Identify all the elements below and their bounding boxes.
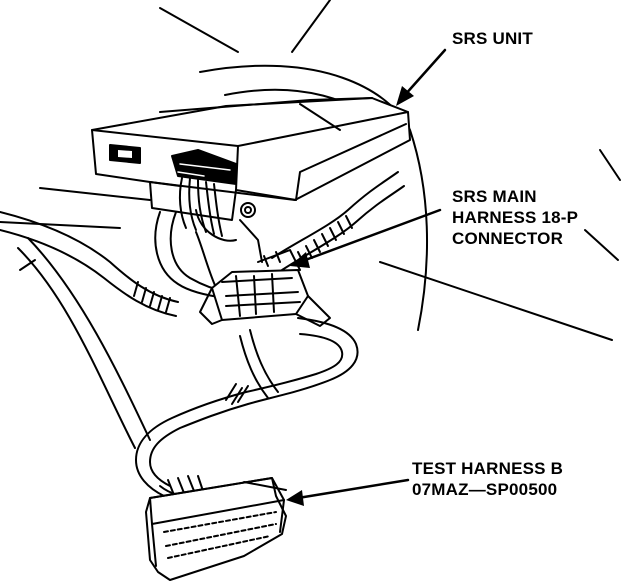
- srs-unit-connector: [171, 149, 237, 185]
- leader-arrows: [296, 48, 447, 500]
- test-harness-label: TEST HARNESS B 07MAZ—SP00500: [412, 458, 563, 500]
- main-harness-label-line1: SRS MAIN: [452, 187, 537, 206]
- test-harness-label-line2: 07MAZ—SP00500: [412, 480, 558, 499]
- srs-unit-label: SRS UNIT: [452, 28, 533, 49]
- main-harness-connector-label: SRS MAIN HARNESS 18-P CONNECTOR: [452, 186, 578, 249]
- srs-unit-label-text: SRS UNIT: [452, 29, 533, 48]
- arrowheads: [286, 86, 414, 506]
- left-harness: [0, 211, 179, 317]
- main-harness-connector: [199, 249, 331, 327]
- main-harness-label-line3: CONNECTOR: [452, 229, 564, 248]
- main-harness-label-line2: HARNESS 18-P: [452, 208, 579, 227]
- test-harness-label-line1: TEST HARNESS B: [412, 459, 564, 478]
- test-harness-cable: [135, 317, 359, 497]
- srs-unit-box: [91, 97, 411, 263]
- test-harness-connector: [145, 475, 287, 581]
